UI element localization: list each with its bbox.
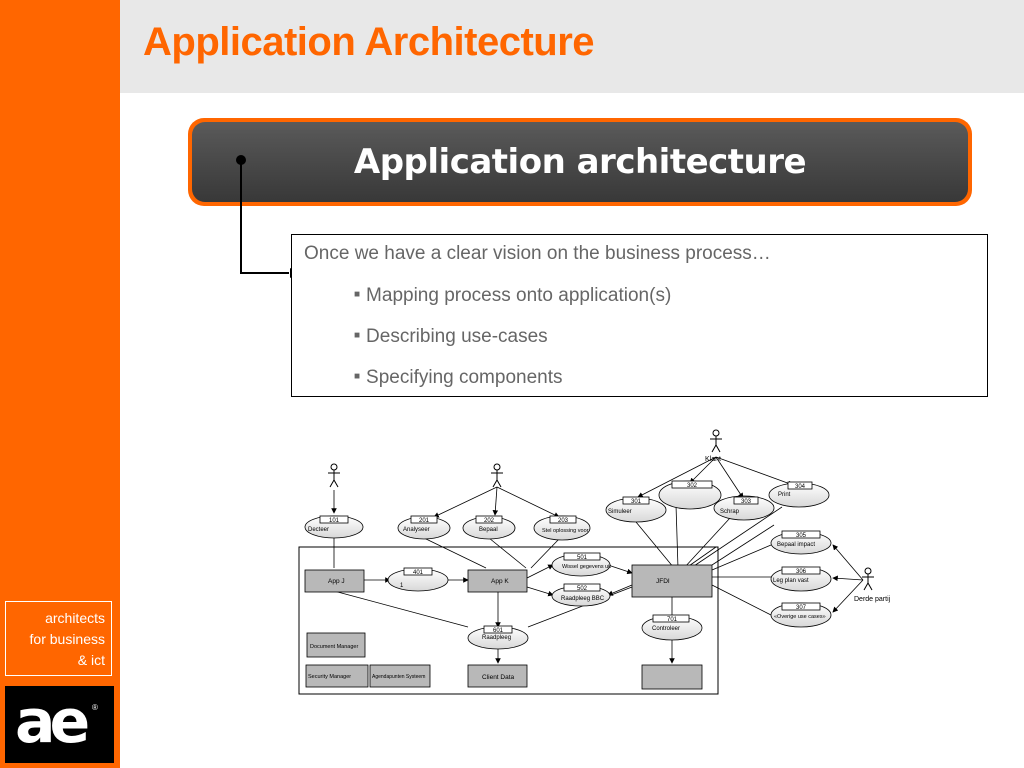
usecase-label: Bepaal impact	[777, 542, 815, 548]
usecase-id-tag	[781, 602, 821, 611]
logo-text: ae	[15, 687, 90, 757]
actor-icon	[491, 463, 503, 488]
usecase-label: Wissel gegevens uit	[562, 564, 611, 570]
component-blank	[641, 664, 703, 690]
tagline-line: & ict	[77, 652, 105, 668]
bullet-item: ■ Describing use-cases	[354, 326, 671, 367]
component-label: Agendapunten Systeem	[372, 674, 425, 680]
usecase-label: Raadpleeg BBC	[561, 596, 605, 602]
bullet-item: ■ Mapping process onto application(s)	[354, 285, 671, 326]
component-label: Client Data	[482, 674, 515, 681]
usecase-id-tag	[787, 481, 813, 490]
usecase-label: Controleer	[652, 626, 680, 632]
header-bar	[120, 0, 1024, 93]
text-box: Once we have a clear vision on the busin…	[291, 234, 988, 397]
usecase-id: 305	[796, 533, 807, 539]
usecase-id: 701	[667, 617, 678, 623]
usecase-id: 303	[741, 499, 752, 505]
usecase-id: 502	[577, 586, 588, 592]
usecase-label: Raadpleeg	[482, 635, 511, 641]
usecase-303	[713, 495, 775, 521]
component-jfdi	[631, 564, 713, 598]
component-label: App J	[328, 578, 345, 585]
usecase-label: Stel oplossing voor	[542, 528, 589, 534]
usecase-id: 304	[795, 484, 806, 490]
page-title: Application Architecture	[143, 20, 595, 64]
sidebar	[0, 0, 120, 768]
actor-icon	[328, 463, 340, 488]
bullet-text: Specifying components	[366, 367, 563, 388]
usecase-id: 307	[796, 605, 807, 611]
usecase-label: «Overige use cases»	[774, 614, 826, 620]
usecase-id: 301	[631, 499, 642, 505]
tagline-line: for business	[29, 631, 105, 647]
component-label: Security Manager	[308, 674, 351, 680]
connector-line	[240, 160, 289, 274]
usecase-label: Decteer	[308, 527, 329, 533]
usecase-id: 501	[577, 555, 588, 561]
usecase-id-tag	[733, 496, 759, 505]
usecase-id: 101	[329, 518, 340, 524]
component-secman	[305, 664, 369, 688]
actor-icon	[862, 567, 874, 591]
usecase-id: 601	[493, 628, 504, 634]
usecase-id-tag	[319, 515, 349, 524]
registered-mark: ®	[92, 703, 98, 712]
usecase-id-tag	[410, 515, 438, 524]
usecase-id: 203	[558, 518, 569, 524]
usecase-id-tag	[475, 515, 503, 524]
intro-text: Once we have a clear vision on the busin…	[304, 243, 771, 264]
usecase-label: Leg plan vast	[773, 578, 809, 584]
usecase-id-tag	[563, 552, 601, 561]
component-label: JFDI	[656, 578, 670, 585]
component-appj	[304, 569, 365, 593]
bullet-text: Describing use-cases	[366, 326, 548, 347]
usecase-id-tag	[549, 515, 577, 524]
actor-label: Klant	[705, 456, 721, 463]
usecase-id-tag	[781, 530, 821, 539]
usecase-id-tag	[652, 614, 690, 623]
architecture-diagram: Klant Derde partij	[298, 429, 891, 695]
usecase-label: 1	[400, 583, 404, 589]
usecase-id-tag	[622, 496, 650, 505]
usecase-id: 202	[484, 518, 495, 524]
component-docman	[306, 632, 366, 658]
square-bullet-icon: ■	[354, 330, 361, 341]
usecase-id-tag	[781, 566, 821, 575]
tagline-box: architects for business & ict	[5, 601, 112, 676]
usecase-label: Simuleer	[608, 509, 632, 515]
banner-title: Application architecture	[353, 142, 807, 182]
system-boundary	[298, 546, 719, 695]
usecase-label: Schrap	[720, 509, 740, 515]
tagline-line: architects	[45, 610, 105, 626]
usecase-id-tag	[403, 567, 433, 576]
component-label: App K	[491, 578, 509, 585]
usecase-id-tag	[563, 583, 601, 592]
usecase-id: 302	[687, 483, 698, 489]
logo	[5, 686, 114, 763]
actor-icon	[710, 429, 722, 453]
usecase-label: Print	[778, 492, 791, 498]
bullet-text: Mapping process onto application(s)	[366, 285, 672, 306]
usecase-id-tag	[671, 480, 713, 489]
bullet-list: ■ Mapping process onto application(s) ■ De…	[354, 285, 671, 408]
square-bullet-icon: ■	[354, 289, 361, 300]
component-label: Document Manager	[310, 644, 358, 650]
bullet-item: ■ Specifying components	[354, 367, 671, 408]
actor-label: Derde partij	[854, 596, 891, 603]
component-appk	[467, 569, 528, 593]
usecase-id: 306	[796, 569, 807, 575]
usecase-label: Bepaal	[479, 527, 498, 533]
banner	[192, 122, 968, 202]
usecase-label: Analyseer	[403, 527, 430, 533]
component-client	[467, 664, 528, 688]
component-agenda	[369, 664, 431, 688]
usecase-id: 201	[419, 518, 430, 524]
usecase-id-tag	[483, 625, 513, 634]
connection-lines	[331, 456, 864, 664]
usecase-id: 401	[413, 570, 424, 576]
square-bullet-icon: ■	[354, 371, 361, 382]
